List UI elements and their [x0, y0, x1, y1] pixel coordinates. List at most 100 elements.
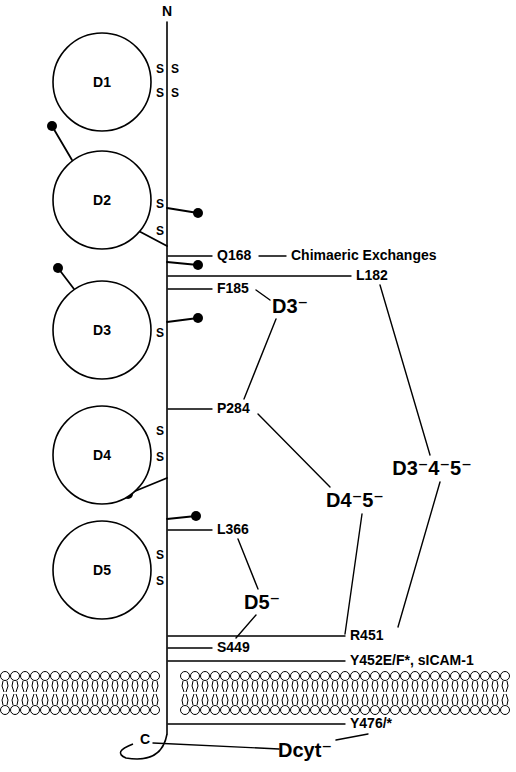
- disulfide-label: S: [156, 425, 164, 438]
- lipid-tail: [42, 694, 44, 705]
- glycan-dot: [53, 263, 63, 273]
- lipid-tail: [276, 694, 278, 705]
- lipid-head: [301, 672, 310, 681]
- domain-circle: D1: [52, 32, 152, 132]
- lipid-head: [191, 706, 200, 715]
- lipid-tail: [152, 694, 154, 705]
- circle-shape: [53, 521, 151, 619]
- lipid-head: [261, 672, 270, 681]
- lipid-tail: [436, 681, 438, 692]
- bracket-line: [236, 615, 256, 638]
- lipid-tail: [402, 681, 404, 692]
- lipid-tail: [112, 694, 114, 705]
- lipid-tail: [106, 681, 108, 692]
- glycan-dot: [193, 260, 203, 270]
- lipid-tail: [122, 681, 124, 692]
- lipid-head: [301, 706, 310, 715]
- lipid-tail: [226, 681, 228, 692]
- lipid-tail: [72, 681, 74, 692]
- lipid-tail: [426, 694, 428, 705]
- lipid-head: [391, 706, 400, 715]
- lipid-head: [401, 706, 410, 715]
- lipid-tail: [492, 681, 494, 692]
- lipid-tail: [52, 681, 54, 692]
- lipid-tail: [426, 681, 428, 692]
- lipid-tail: [486, 681, 488, 692]
- lipid-tail: [376, 681, 378, 692]
- lipid-tail: [186, 694, 188, 705]
- lipid-tail: [506, 694, 508, 705]
- lipid-head: [201, 706, 210, 715]
- glycan-stalk: [52, 126, 72, 160]
- lipid-tail: [232, 681, 234, 692]
- lipid-head: [141, 706, 150, 715]
- lipid-head: [231, 672, 240, 681]
- lipid-tail: [112, 681, 114, 692]
- bracket-line: [336, 734, 368, 740]
- lipid-tail: [486, 694, 488, 705]
- lipid-head: [31, 672, 40, 681]
- marker-line: [168, 529, 212, 530]
- lipid-tail: [402, 694, 404, 705]
- domain-label: D5: [93, 562, 111, 578]
- lipid-head: [21, 706, 30, 715]
- lipid-head: [331, 672, 340, 681]
- lipid-head: [81, 672, 90, 681]
- lipid-tail: [92, 694, 94, 705]
- lipid-head: [281, 706, 290, 715]
- lipid-tail: [446, 694, 448, 705]
- lipid-tail: [352, 681, 354, 692]
- lipid-tail: [442, 681, 444, 692]
- lipid-tail: [36, 694, 38, 705]
- lipid-tail: [52, 694, 54, 705]
- lipid-tail: [182, 694, 184, 705]
- lipid-tail: [82, 694, 84, 705]
- lipid-head: [251, 672, 260, 681]
- lipid-tail: [332, 694, 334, 705]
- lipid-tail: [396, 694, 398, 705]
- lipid-head: [291, 706, 300, 715]
- domain-label: D2: [93, 192, 111, 208]
- lipid-head: [411, 706, 420, 715]
- disulfide-label: S: [156, 549, 164, 562]
- lipid-tail: [276, 681, 278, 692]
- lipid-tail: [216, 694, 218, 705]
- lipid-tail: [342, 681, 344, 692]
- lipid-head: [241, 672, 250, 681]
- lipid-tail: [252, 681, 254, 692]
- lipid-tail: [332, 681, 334, 692]
- deletion-label: D5⁻: [244, 591, 280, 613]
- lipid-head: [281, 672, 290, 681]
- lipid-tail: [272, 694, 274, 705]
- lipid-head: [261, 706, 270, 715]
- disulfide-label: S: [156, 87, 164, 100]
- lipid-tail: [296, 681, 298, 692]
- lipid-tail: [246, 694, 248, 705]
- disulfide-label: S: [156, 225, 164, 238]
- disulfide-label: S: [156, 451, 164, 464]
- lipid-tail: [152, 681, 154, 692]
- lipid-head: [231, 706, 240, 715]
- lipid-tail: [26, 694, 28, 705]
- lipid-tail: [456, 681, 458, 692]
- circle-shape: [53, 406, 151, 504]
- lipid-head: [141, 672, 150, 681]
- residue-label: F185: [217, 281, 249, 296]
- lipid-tail: [86, 694, 88, 705]
- lipid-tail: [466, 681, 468, 692]
- lipid-head: [101, 706, 110, 715]
- lipid-tail: [136, 694, 138, 705]
- lipid-head: [31, 706, 40, 715]
- lipid-head: [361, 706, 370, 715]
- disulfide-label: S: [156, 198, 164, 211]
- lipid-head: [221, 706, 230, 715]
- lipid-head: [361, 672, 370, 681]
- disulfide-label: S: [171, 87, 179, 100]
- disulfide-label: S: [156, 575, 164, 588]
- terminus-label: C: [140, 732, 150, 747]
- marker-line: [168, 647, 212, 648]
- lipid-head: [471, 672, 480, 681]
- lipid-head: [451, 706, 460, 715]
- bracket-line: [153, 743, 279, 749]
- lipid-tail: [502, 681, 504, 692]
